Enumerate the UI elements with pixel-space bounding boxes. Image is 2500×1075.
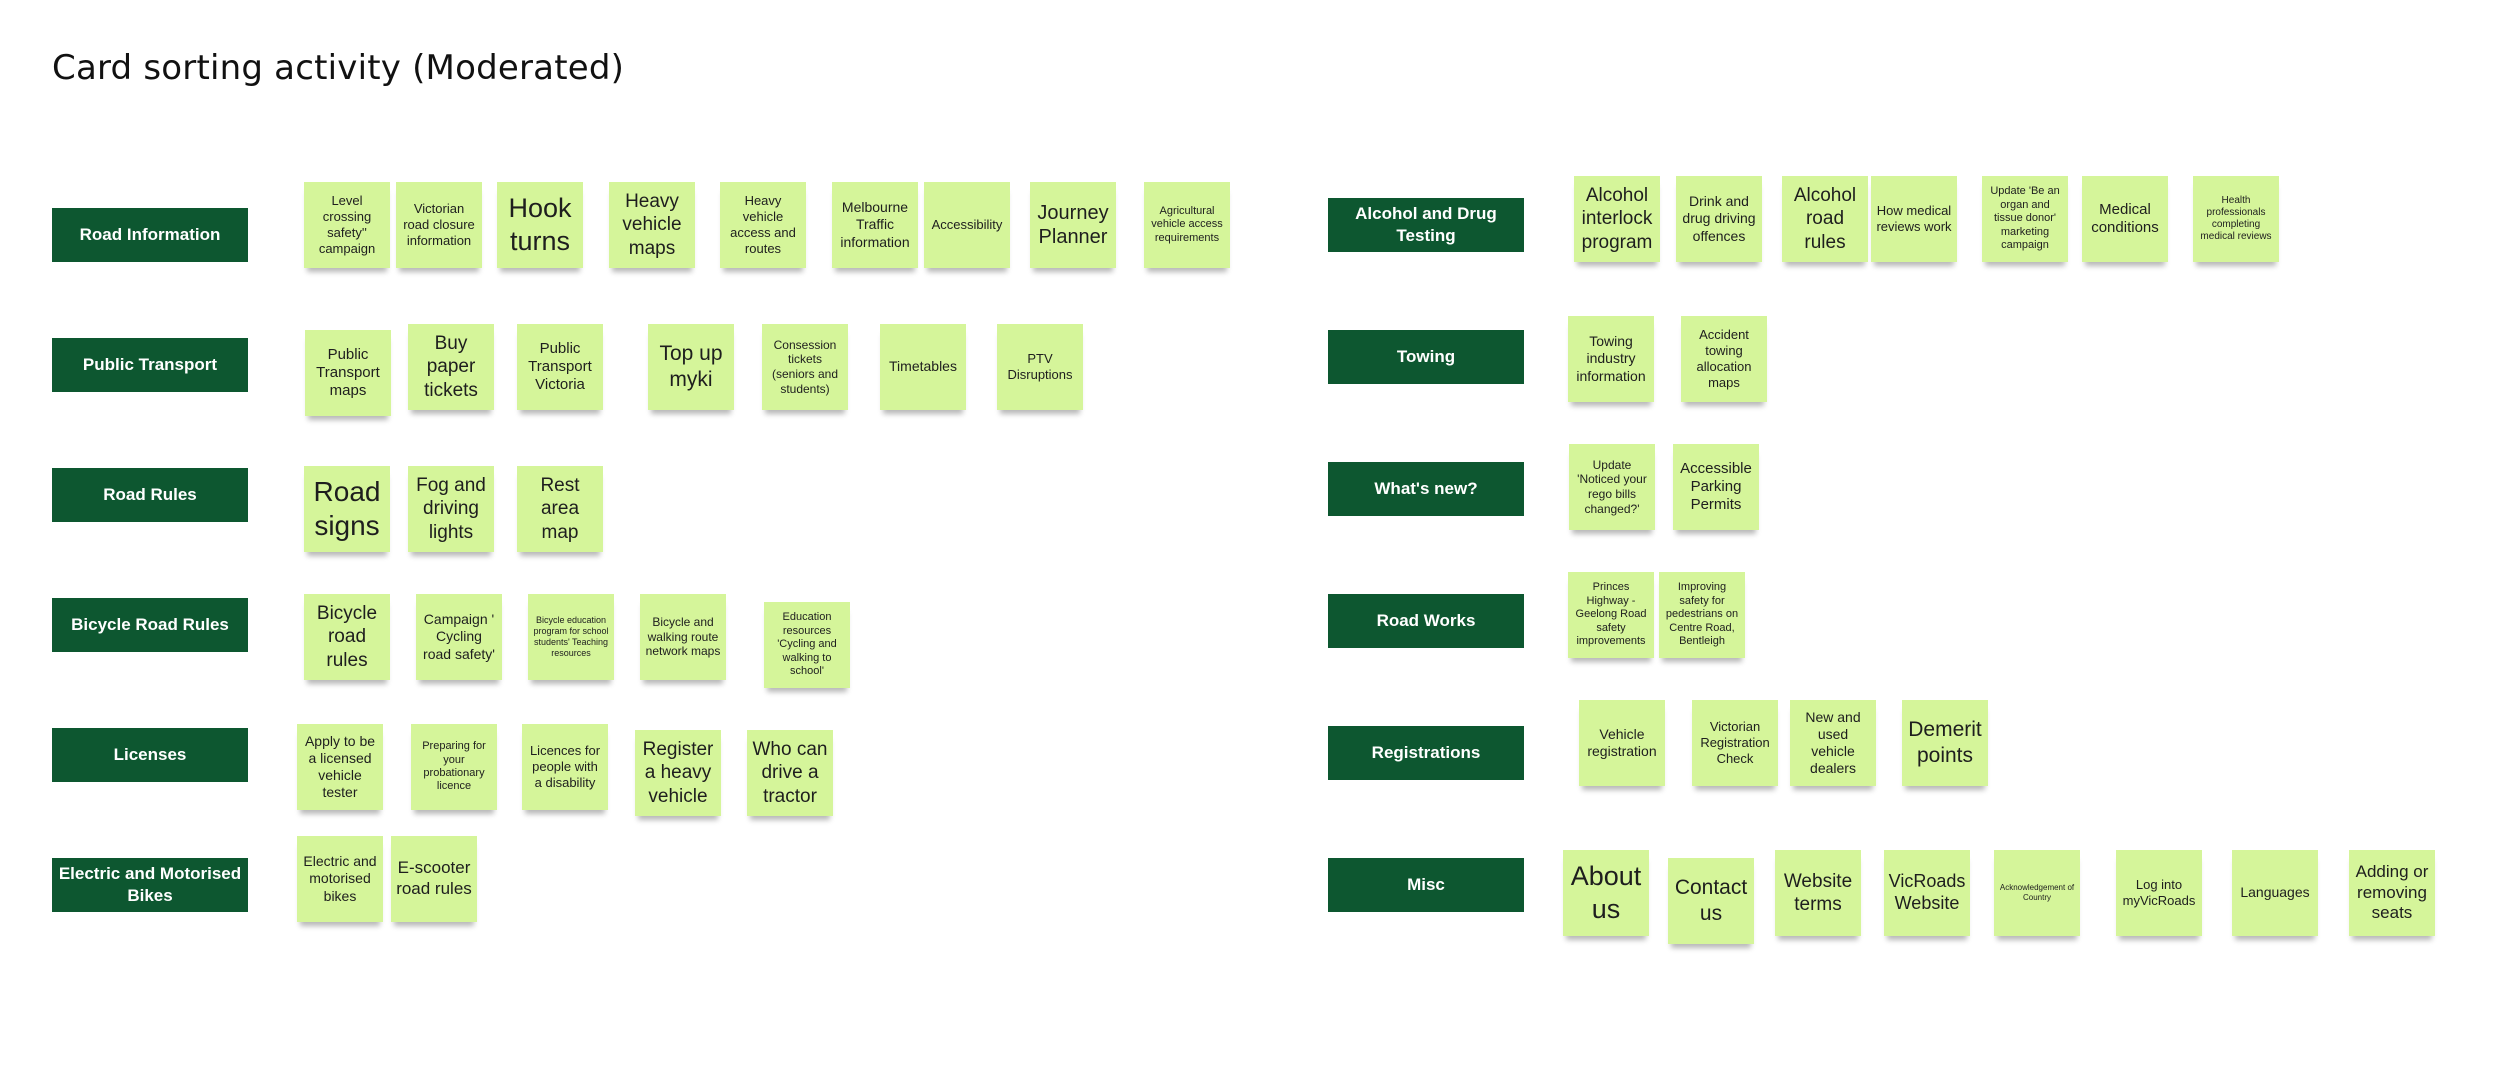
sticky-note-towing-industry-information[interactable]: Towing industry information xyxy=(1568,316,1654,402)
sticky-note-electric-and-motorised-bikes[interactable]: Electric and motorised bikes xyxy=(297,836,383,922)
sticky-note-health-professionals-completing-medical-[interactable]: Health professionals completing medical … xyxy=(2193,176,2279,262)
sticky-note-accident-towing-allocation-maps[interactable]: Accident towing allocation maps xyxy=(1681,316,1767,402)
category-header-licenses[interactable]: Licenses xyxy=(52,728,248,782)
sticky-note-consession-tickets-seniors-and-students[interactable]: Consession tickets (seniors and students… xyxy=(762,324,848,410)
sticky-note-update-noticed-your-rego-bills-changed[interactable]: Update 'Noticed your rego bills changed?… xyxy=(1569,444,1655,530)
category-header-alcohol-and-drug-testing[interactable]: Alcohol and Drug Testing xyxy=(1328,198,1524,252)
sticky-note-level-crossing-safety-campaign[interactable]: Level crossing safety'' campaign xyxy=(304,182,390,268)
sticky-note-education-resources-cycling-and-walking-[interactable]: Education resources 'Cycling and walking… xyxy=(764,602,850,688)
sticky-note-medical-conditions[interactable]: Medical conditions xyxy=(2082,176,2168,262)
sticky-note-buy-paper-tickets[interactable]: Buy paper tickets xyxy=(408,324,494,410)
category-header-towing[interactable]: Towing xyxy=(1328,330,1524,384)
sticky-note-preparing-for-your-probationary-licence[interactable]: Preparing for your probationary licence xyxy=(411,724,497,810)
sticky-note-ptv-disruptions[interactable]: PTV Disruptions xyxy=(997,324,1083,410)
sticky-note-bicycle-road-rules[interactable]: Bicycle road rules xyxy=(304,594,390,680)
category-header-misc[interactable]: Misc xyxy=(1328,858,1524,912)
sticky-note-improving-safety-for-pedestrians-on-cent[interactable]: Improving safety for pedestrians on Cent… xyxy=(1659,572,1745,658)
sticky-note-website-terms[interactable]: Website terms xyxy=(1775,850,1861,936)
sticky-note-apply-to-be-a-licensed-vehicle-tester[interactable]: Apply to be a licensed vehicle tester xyxy=(297,724,383,810)
sticky-note-bicycle-education-program-for-school-stu[interactable]: Bicycle education program for school stu… xyxy=(528,594,614,680)
sticky-note-agricultural-vehicle-access-requirements[interactable]: Agricultural vehicle access requirements xyxy=(1144,182,1230,268)
sticky-note-drink-and-drug-driving-offences[interactable]: Drink and drug driving offences xyxy=(1676,176,1762,262)
sticky-note-bicycle-and-walking-route-network-maps[interactable]: Bicycle and walking route network maps xyxy=(640,594,726,680)
sticky-note-public-transport-victoria[interactable]: Public Transport Victoria xyxy=(517,324,603,410)
sticky-note-heavy-vehicle-maps[interactable]: Heavy vehicle maps xyxy=(609,182,695,268)
category-header-what-s-new[interactable]: What's new? xyxy=(1328,462,1524,516)
sticky-note-road-signs[interactable]: Road signs xyxy=(304,466,390,552)
sticky-note-languages[interactable]: Languages xyxy=(2232,850,2318,936)
category-header-road-rules[interactable]: Road Rules xyxy=(52,468,248,522)
sticky-note-how-medical-reviews-work[interactable]: How medical reviews work xyxy=(1871,176,1957,262)
sticky-note-licences-for-people-with-a-disability[interactable]: Licences for people with a disability xyxy=(522,724,608,810)
category-header-road-information[interactable]: Road Information xyxy=(52,208,248,262)
sticky-note-hook-turns[interactable]: Hook turns xyxy=(497,182,583,268)
sticky-note-vehicle-registration[interactable]: Vehicle registration xyxy=(1579,700,1665,786)
sticky-note-victorian-registration-check[interactable]: Victorian Registration Check xyxy=(1692,700,1778,786)
category-header-public-transport[interactable]: Public Transport xyxy=(52,338,248,392)
sticky-note-update-be-an-organ-and-tissue-donor-mark[interactable]: Update 'Be an organ and tissue donor' ma… xyxy=(1982,176,2068,262)
sticky-note-princes-highway-geelong-road-safety-impr[interactable]: Princes Highway - Geelong Road safety im… xyxy=(1568,572,1654,658)
sticky-note-new-and-used-vehicle-dealers[interactable]: New and used vehicle dealers xyxy=(1790,700,1876,786)
sticky-note-accessibility[interactable]: Accessibility xyxy=(924,182,1010,268)
sticky-note-contact-us[interactable]: Contact us xyxy=(1668,858,1754,944)
category-header-registrations[interactable]: Registrations xyxy=(1328,726,1524,780)
sticky-note-alcohol-interlock-program[interactable]: Alcohol interlock program xyxy=(1574,176,1660,262)
board-title: Card sorting activity (Moderated) xyxy=(52,48,625,88)
sticky-note-melbourne-traffic-information[interactable]: Melbourne Traffic information xyxy=(832,182,918,268)
sticky-note-about-us[interactable]: About us xyxy=(1563,850,1649,936)
category-header-electric-and-motorised-bikes[interactable]: Electric and Motorised Bikes xyxy=(52,858,248,912)
sticky-note-campaign-cycling-road-safety[interactable]: Campaign ' Cycling road safety' xyxy=(416,594,502,680)
sticky-note-who-can-drive-a-tractor[interactable]: Who can drive a tractor xyxy=(747,730,833,816)
category-header-bicycle-road-rules[interactable]: Bicycle Road Rules xyxy=(52,598,248,652)
sticky-note-e-scooter-road-rules[interactable]: E-scooter road rules xyxy=(391,836,477,922)
sticky-note-vicroads-website[interactable]: VicRoads Website xyxy=(1884,850,1970,936)
sticky-note-top-up-myki[interactable]: Top up myki xyxy=(648,324,734,410)
sticky-note-accessible-parking-permits[interactable]: Accessible Parking Permits xyxy=(1673,444,1759,530)
sticky-note-register-a-heavy-vehicle[interactable]: Register a heavy vehicle xyxy=(635,730,721,816)
sticky-note-fog-and-driving-lights[interactable]: Fog and driving lights xyxy=(408,466,494,552)
sticky-note-heavy-vehicle-access-and-routes[interactable]: Heavy vehicle access and routes xyxy=(720,182,806,268)
sticky-note-alcohol-road-rules[interactable]: Alcohol road rules xyxy=(1782,176,1868,262)
sticky-note-rest-area-map[interactable]: Rest area map xyxy=(517,466,603,552)
sticky-note-timetables[interactable]: Timetables xyxy=(880,324,966,410)
sticky-note-journey-planner[interactable]: Journey Planner xyxy=(1030,182,1116,268)
sticky-note-acknowledgement-of-country[interactable]: Acknowledgement of Country xyxy=(1994,850,2080,936)
sticky-note-log-into-myvicroads[interactable]: Log into myVicRoads xyxy=(2116,850,2202,936)
sticky-note-victorian-road-closure-information[interactable]: Victorian road closure information xyxy=(396,182,482,268)
sticky-note-public-transport-maps[interactable]: Public Transport maps xyxy=(305,330,391,416)
sticky-note-demerit-points[interactable]: Demerit points xyxy=(1902,700,1988,786)
sticky-note-adding-or-removing-seats[interactable]: Adding or removing seats xyxy=(2349,850,2435,936)
category-header-road-works[interactable]: Road Works xyxy=(1328,594,1524,648)
